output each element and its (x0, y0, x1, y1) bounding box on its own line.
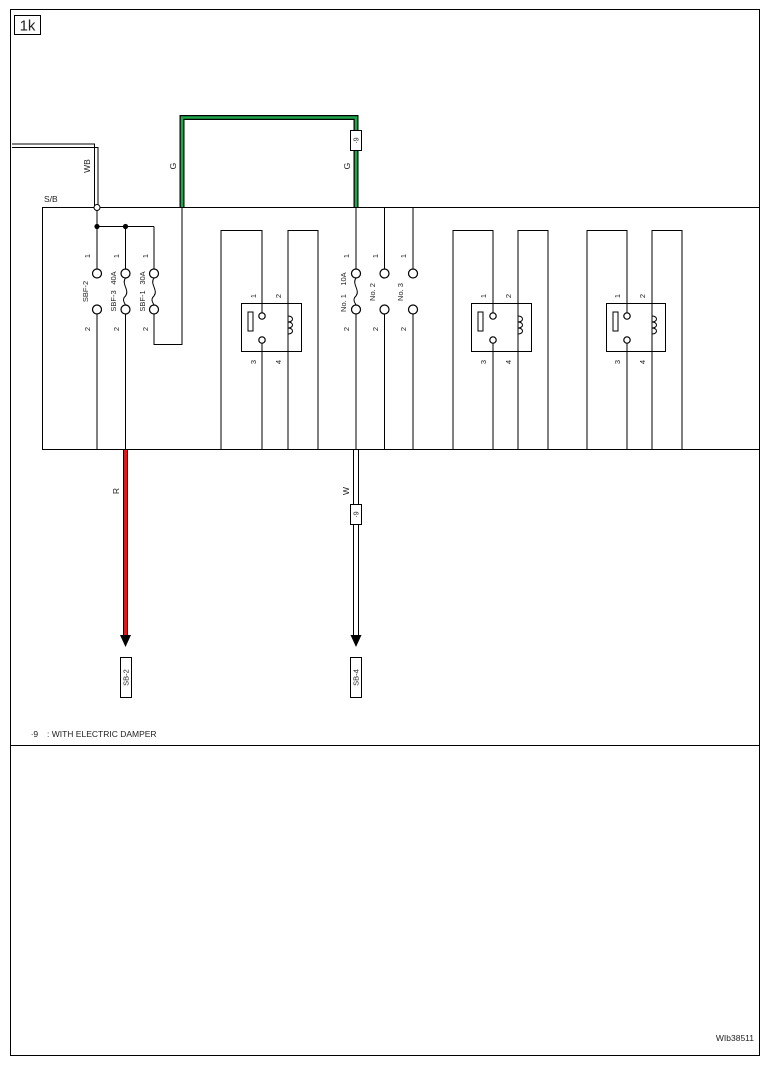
relay-1-pin-4: 4 (274, 360, 283, 364)
footnote-mark: ∙9 (31, 729, 38, 739)
relay-contact-icon (247, 311, 254, 332)
footnote: ∙9 : WITH ELECTRIC DAMPER (31, 729, 157, 739)
relay-2: 1 2 3 4 (452, 230, 549, 450)
connector-sb4-label: SB-4 (352, 669, 361, 686)
fuse-no1-rating: 10A (339, 272, 348, 285)
relay-contact-icon (612, 311, 619, 332)
fuse-sbf1-name: SBF-1 (138, 290, 147, 311)
relay-3-pin-1: 1 (613, 294, 622, 298)
fuse-sbf1-pin-bottom: 2 (141, 327, 150, 331)
relay-3-pin-3: 3 (613, 360, 622, 364)
option-tag-top-text: ∙9 (352, 137, 361, 143)
connector-sb4[interactable]: SB-4 (350, 657, 362, 698)
relay-1: 1 2 3 4 (220, 230, 319, 450)
fuse-no3-pin-top: 1 (399, 254, 408, 258)
fuse-sbf1: 1 2 30A SBF-1 (138, 207, 183, 345)
wire-wb: WB (12, 143, 99, 207)
connector-sb2[interactable]: SB-2 (120, 657, 132, 698)
fuse-no2-pin-top: 1 (371, 254, 380, 258)
option-tag-bottom (350, 504, 362, 525)
fuse-sbf3-pin-bottom: 2 (112, 327, 121, 331)
fuse-sbf2-name: SBF-2 (81, 281, 90, 302)
wire-g-green (180, 116, 358, 207)
fuse-sbf3: 1 2 40A SBF-3 (109, 226, 131, 450)
relay-1-pin-2: 2 (274, 294, 283, 298)
fuse-sbf1-pin-top: 1 (141, 254, 150, 258)
fuse-sbf3-name: SBF-3 (109, 290, 118, 311)
page-border (10, 9, 760, 1056)
wire-wb-label: WB (82, 159, 92, 173)
wire-g-right-label: G (342, 163, 352, 170)
fuse-no1-pin-bottom: 2 (342, 327, 351, 331)
page-label-text: 1k (20, 18, 36, 35)
page-label: 1k (14, 15, 41, 35)
footnote-text: : WITH ELECTRIC DAMPER (47, 729, 157, 739)
relay-coil-icon (287, 315, 293, 335)
fuse-no3: 1 2 No. 3 (396, 207, 419, 450)
arrow-down-icon (120, 635, 131, 647)
wire-w-label: W (341, 487, 351, 495)
relay-2-pin-2: 2 (504, 294, 513, 298)
sb-block-label: S/B (44, 194, 58, 204)
wire-g-left-label: G (168, 163, 178, 170)
wire-w: W ∙9 (341, 450, 362, 647)
relay-1-pin-3: 3 (249, 360, 258, 364)
fuse-no3-name: No. 3 (396, 283, 405, 301)
relay-3-pin-2: 2 (638, 294, 647, 298)
fuse-no2: 1 2 No. 2 (368, 207, 390, 450)
fuse-no1-pin-top: 1 (342, 254, 351, 258)
relay-2-pin-1: 1 (479, 294, 488, 298)
relay-coil-icon (517, 315, 523, 335)
sb-block: S/B (42, 194, 759, 450)
fuse-no1-name: No. 1 (339, 294, 348, 312)
wire-r-label: R (111, 488, 121, 494)
relay-2-pin-3: 3 (479, 360, 488, 364)
relay-3-pin-4: 4 (638, 360, 647, 364)
fuse-sbf3-pin-top: 1 (112, 254, 121, 258)
arrow-down-icon (350, 635, 362, 647)
option-tag-bottom-text: ∙9 (352, 511, 361, 517)
fuse-sbf1-rating: 30A (138, 271, 147, 284)
wire-g-loop: G G ∙9 (168, 115, 362, 207)
relay-3: 1 2 3 4 (586, 230, 683, 450)
option-tag-top (350, 130, 362, 151)
relay-coil-icon (651, 315, 657, 335)
fuse-no1: 1 2 10A No. 1 (339, 207, 362, 450)
relay-contact-icon (477, 311, 484, 332)
fuse-no2-name: No. 2 (368, 283, 377, 301)
connector-sb2-label: SB-2 (122, 669, 131, 686)
fuse-sbf2-pin-top: 1 (83, 254, 92, 258)
junction-bus (93, 204, 155, 269)
fuse-sbf3-rating: 40A (109, 271, 118, 284)
relay-2-pin-4: 4 (504, 360, 513, 364)
fuse-sbf2-pin-bottom: 2 (83, 327, 92, 331)
fuse-no3-pin-bottom: 2 (399, 327, 408, 331)
wire-r: R (111, 450, 131, 647)
fuse-no2-pin-bottom: 2 (371, 327, 380, 331)
fuse-sbf2: 1 2 SBF-2 (81, 226, 103, 450)
figure-id: WIb38511 (716, 1033, 754, 1043)
relay-1-pin-1: 1 (249, 294, 258, 298)
